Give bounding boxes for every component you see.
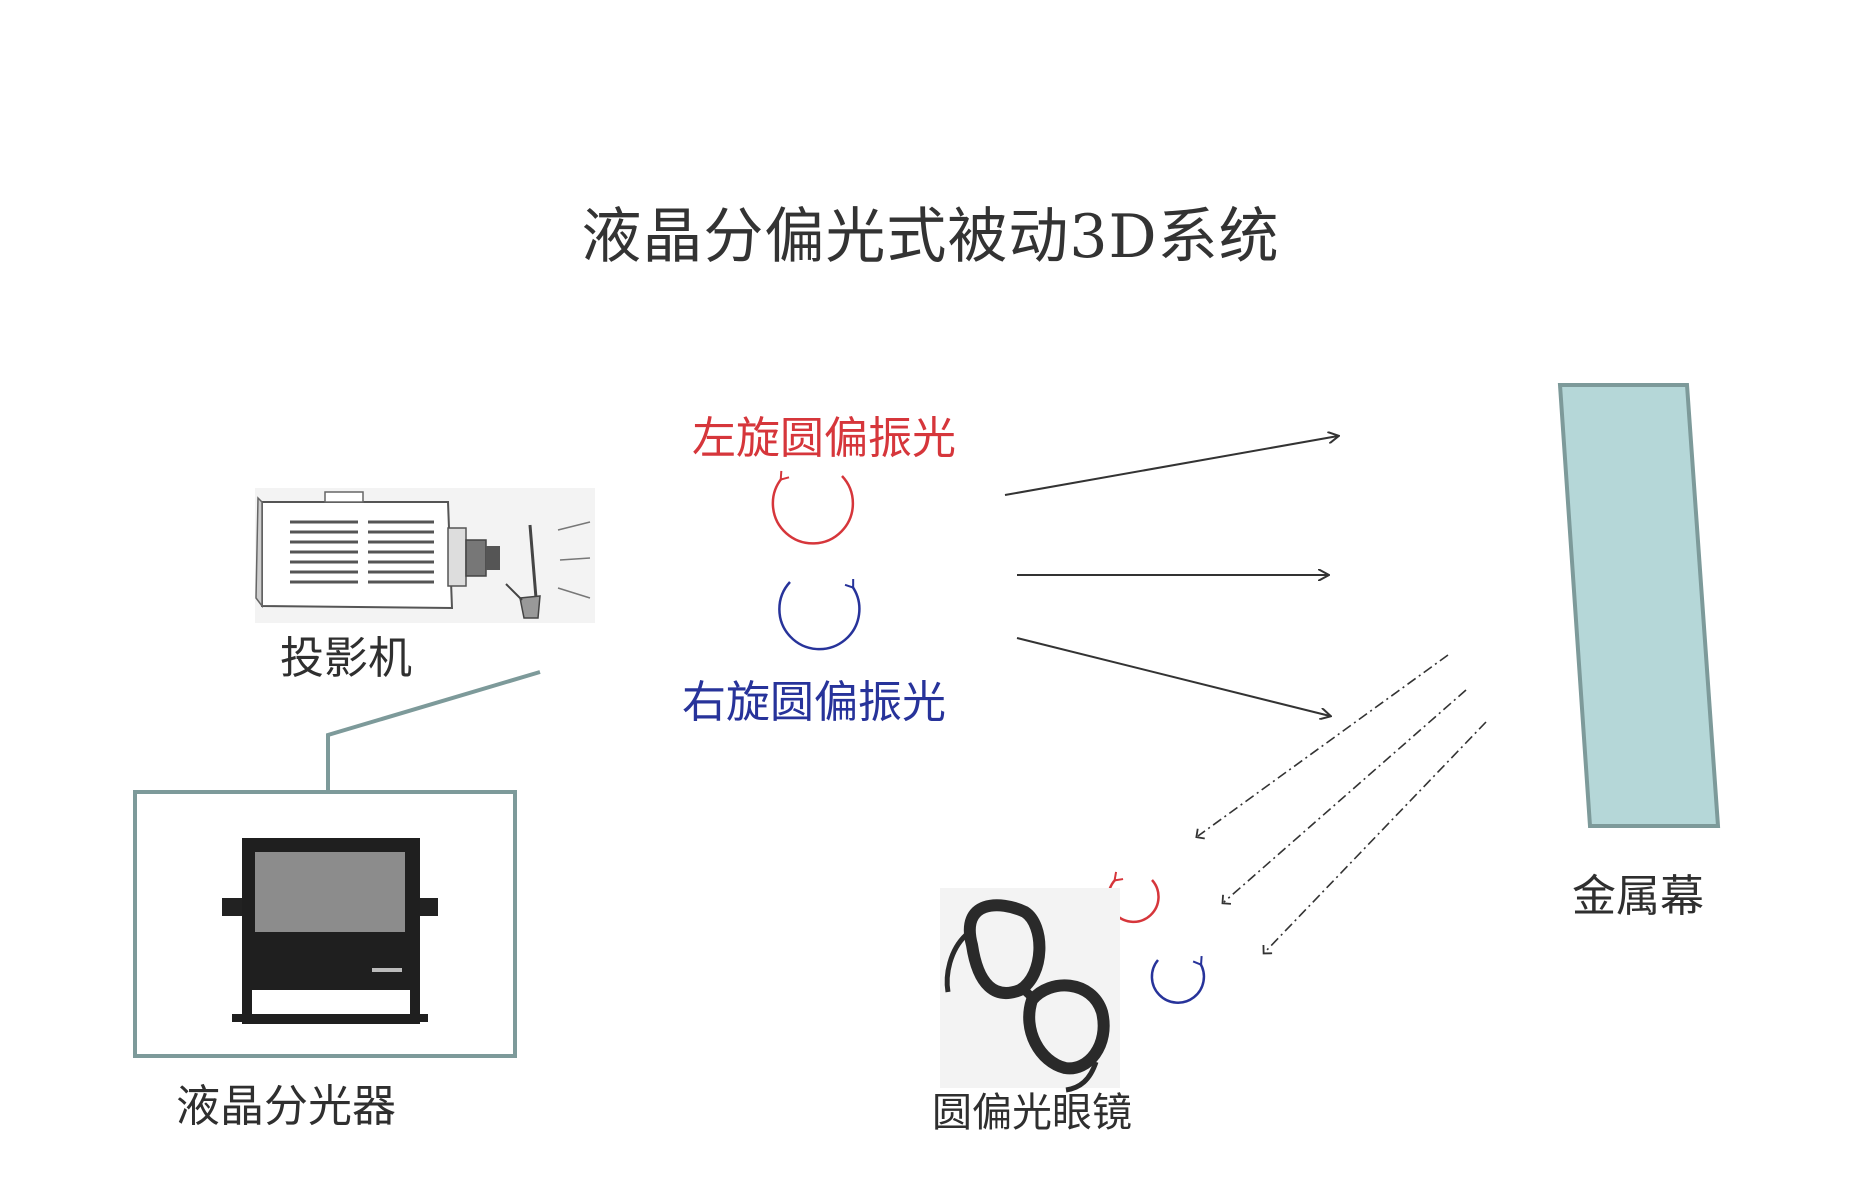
glasses-label: 圆偏光眼镜 [932, 1090, 1132, 1136]
lcd-splitter-device [222, 838, 438, 1024]
beam-arrow-upper [1004, 436, 1338, 496]
projector-label: 投影机 [280, 633, 412, 684]
lcd-splitter-label: 液晶分光器 [176, 1081, 396, 1132]
reflect-arrow-3 [1262, 721, 1487, 955]
metal-screen-label: 金属幕 [1572, 871, 1704, 922]
metal-screen [1557, 383, 1721, 828]
diagram-title: 液晶分偏光式被动3D系统 [581, 202, 1280, 272]
reflect-arrow-2 [1221, 689, 1467, 905]
right-circular-label: 右旋圆偏振光 [682, 677, 946, 728]
projector-splitter-connector [326, 670, 541, 792]
left-circular-curl [771, 470, 855, 545]
reflect-arrow-1 [1195, 654, 1449, 840]
glasses-right-curl [1150, 956, 1206, 1004]
circular-polarized-glasses [940, 888, 1120, 1093]
projector-illustration [255, 488, 595, 623]
right-circular-curl [778, 579, 861, 651]
beam-arrow-lower [1016, 637, 1330, 716]
left-circular-label: 左旋圆偏振光 [692, 413, 956, 464]
